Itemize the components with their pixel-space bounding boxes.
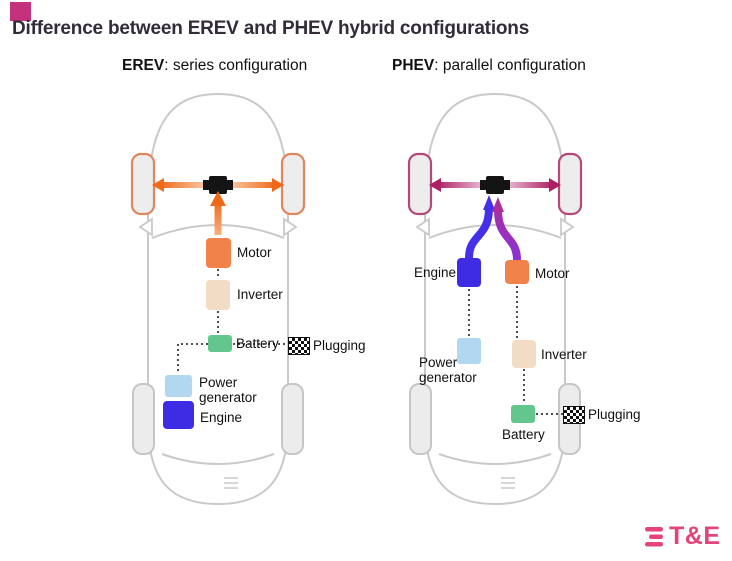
phev-plugging-label: Plugging (588, 407, 641, 422)
te-logo-mark-icon (645, 526, 663, 546)
erev-battery-box (208, 335, 232, 352)
erev-inverter-box (206, 280, 230, 310)
erev-motor-label: Motor (237, 245, 272, 260)
erev-engine-box (163, 401, 194, 429)
erev-heading-subtitle: : series configuration (164, 57, 308, 74)
phev-inverter-box (512, 340, 536, 368)
erev-plugging-label: Plugging (313, 338, 366, 353)
te-logo: T&E (644, 522, 721, 551)
phev-motor-label: Motor (535, 266, 570, 281)
erev-connector-battery-generator (177, 343, 208, 374)
erev-motor-arrowhead (210, 191, 226, 206)
phev-gearbox-tab-left (480, 180, 486, 190)
te-logo-text: T&E (669, 522, 721, 550)
page-title: Difference between EREV and PHEV hybrid … (12, 18, 530, 39)
erev-heading-name: EREV (122, 57, 165, 74)
phev-power-generator-label: Power generator (419, 355, 477, 385)
phev-engine-box (457, 258, 481, 287)
phev-heading: PHEV: parallel configuration (392, 57, 586, 75)
erev-gearbox-tab-left (203, 180, 209, 190)
phev-engine-arrow (465, 207, 493, 259)
phev-engine-label: Engine (414, 265, 457, 280)
phev-axle-arrowhead-right (549, 178, 561, 192)
erev-power-generator-label: Power generator (199, 375, 257, 405)
phev-gearbox (486, 176, 504, 194)
erev-front-wheel-right (280, 152, 306, 216)
erev-gearbox-tab-right (227, 180, 233, 190)
erev-axle-arrowhead-right (272, 178, 284, 192)
phev-gearbox-tab-right (504, 180, 510, 190)
erev-battery-label: Battery (236, 336, 279, 351)
erev-inverter-label: Inverter (237, 287, 283, 302)
phev-motor-arrow (494, 209, 521, 261)
car-phev (407, 93, 583, 505)
phev-heading-name: PHEV (392, 57, 435, 74)
erev-front-wheel-left (130, 152, 156, 216)
phev-inverter-label: Inverter (541, 347, 587, 362)
erev-heading: EREV: series configuration (122, 57, 307, 75)
phev-motor-box (505, 260, 529, 284)
phev-heading-subtitle: : parallel configuration (434, 57, 586, 74)
erev-power-generator-box (165, 375, 192, 397)
car-erev (130, 93, 306, 505)
phev-battery-label: Battery (502, 427, 545, 442)
phev-front-wheel-left (407, 152, 433, 216)
phev-front-wheel-right (557, 152, 583, 216)
phev-plugging-icon (563, 406, 585, 424)
phev-battery-box (511, 405, 535, 423)
erev-gearbox (209, 176, 227, 194)
phev-power-generator-box (457, 338, 481, 364)
phev-motor-arrowhead (492, 197, 504, 212)
erev-engine-label: Engine (200, 410, 243, 425)
erev-axle-arrowhead-left (152, 178, 164, 192)
accent-square (10, 2, 31, 21)
erev-motor-box (206, 238, 231, 268)
phev-engine-arrowhead (483, 195, 495, 210)
erev-plugging-icon (288, 337, 310, 355)
phev-axle-arrowhead-left (429, 178, 441, 192)
